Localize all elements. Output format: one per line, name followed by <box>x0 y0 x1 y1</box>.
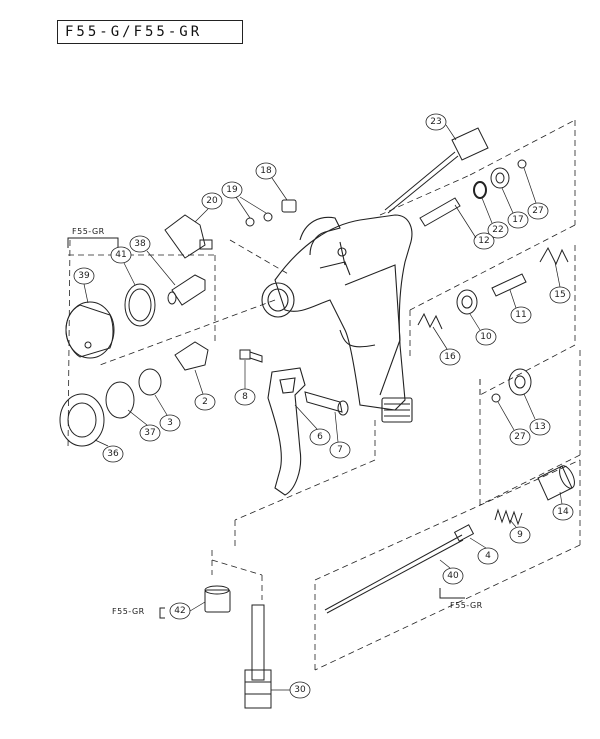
air-cap-ring-part <box>59 393 105 447</box>
callout-10 <box>475 328 497 346</box>
callout-3 <box>159 414 181 432</box>
needle-spring-part <box>494 508 523 526</box>
callout-40-text: 40 <box>447 571 459 581</box>
callout-18-text: 18 <box>260 166 272 176</box>
washer-part <box>517 159 527 169</box>
air-valve-nut-part <box>508 368 532 396</box>
callout-20-text: 20 <box>206 196 218 206</box>
fluid-nozzle-part <box>174 341 209 371</box>
callout-27-top-text: 27 <box>532 206 543 216</box>
callout-22 <box>487 221 509 239</box>
callout-numbers: 23 18 19 20 22 17 27 38 41 39 12 15 10 1… <box>78 117 569 695</box>
fitting-part <box>164 214 213 259</box>
callout-7-text: 7 <box>337 445 343 455</box>
callouts <box>73 113 574 699</box>
callout-30-text: 30 <box>294 685 306 695</box>
pattern-adjust-part <box>384 127 489 214</box>
callout-6-text: 6 <box>317 432 323 442</box>
callout-40 <box>442 567 464 585</box>
spring-part <box>539 246 569 266</box>
callout-36 <box>102 445 124 463</box>
small-screws-part <box>245 199 297 227</box>
callout-4 <box>477 547 499 565</box>
callout-17 <box>507 211 529 229</box>
shaft-part <box>419 197 461 227</box>
callout-12-text: 12 <box>478 236 489 246</box>
callout-4-text: 4 <box>485 551 491 561</box>
air-cap-part <box>65 301 115 359</box>
callout-19 <box>221 181 243 199</box>
callout-17-text: 17 <box>512 215 523 225</box>
callout-16-text: 16 <box>444 352 456 362</box>
callout-10-text: 10 <box>480 332 492 342</box>
callout-23 <box>425 113 447 131</box>
nozzle-part <box>167 274 206 306</box>
callout-38-text: 38 <box>134 239 146 249</box>
callout-3-text: 3 <box>167 418 173 428</box>
air-inlet-part <box>244 604 272 709</box>
callout-11 <box>510 306 532 324</box>
callout-39-text: 39 <box>78 271 90 281</box>
washer-part-lower <box>491 393 501 403</box>
gun-body <box>261 214 413 423</box>
callout-18 <box>255 162 277 180</box>
fluid-needle-part <box>324 524 475 614</box>
variant-bracket-top <box>67 237 119 248</box>
callout-37-text: 37 <box>144 428 155 438</box>
callout-27-top <box>527 202 549 220</box>
retainer-ring-part <box>124 283 156 327</box>
small-o-ring-part <box>473 181 487 199</box>
valve-spring-part <box>417 312 443 330</box>
callout-14-text: 14 <box>557 507 569 517</box>
variant-label-top: F55-GR <box>72 227 105 236</box>
callout-27-lower <box>509 428 531 446</box>
callout-38 <box>129 235 151 253</box>
callout-42-text: 42 <box>174 606 185 616</box>
variant-bracket-plug <box>159 607 165 619</box>
callout-20 <box>201 192 223 210</box>
trigger-pin-part <box>304 391 349 416</box>
callout-41-text: 41 <box>115 250 126 260</box>
callout-14 <box>552 503 574 521</box>
callout-9-text: 9 <box>517 530 523 540</box>
callout-6 <box>309 428 331 446</box>
leader-lines <box>83 124 563 691</box>
model-title: F55-G/F55-GR <box>57 20 243 44</box>
packing-part <box>490 167 510 189</box>
variant-bracket-needle <box>439 588 465 599</box>
baffle-part <box>138 368 162 396</box>
callout-19-text: 19 <box>226 185 238 195</box>
callout-7 <box>329 441 351 459</box>
callout-36-text: 36 <box>107 449 119 459</box>
callout-16 <box>439 348 461 366</box>
plug-part <box>204 585 231 613</box>
variant-label-plug: F55-GR <box>112 607 145 616</box>
callout-8-text: 8 <box>242 392 248 402</box>
callout-2-text: 2 <box>202 397 208 407</box>
model-title-text: F55-G/F55-GR <box>65 24 203 40</box>
valve-part <box>491 273 527 297</box>
callout-12 <box>473 232 495 250</box>
callout-13-text: 13 <box>534 422 545 432</box>
callout-11-text: 11 <box>515 310 526 320</box>
callout-27-lower-text: 27 <box>514 432 525 442</box>
packing-nut-part <box>456 289 478 315</box>
callout-13 <box>529 418 551 436</box>
callout-9 <box>509 526 531 544</box>
trigger-part <box>267 367 306 496</box>
assembly-guide-lines <box>67 119 581 671</box>
callout-2 <box>194 393 216 411</box>
callout-23-text: 23 <box>430 117 441 127</box>
variant-label-needle: F55-GR <box>450 601 483 610</box>
o-ring-part <box>105 381 135 419</box>
callout-15-text: 15 <box>554 290 565 300</box>
callout-37 <box>139 424 161 442</box>
adjust-knob-part <box>537 465 575 501</box>
callout-41 <box>110 246 132 264</box>
screw-part <box>239 349 263 363</box>
callout-22-text: 22 <box>492 225 503 235</box>
